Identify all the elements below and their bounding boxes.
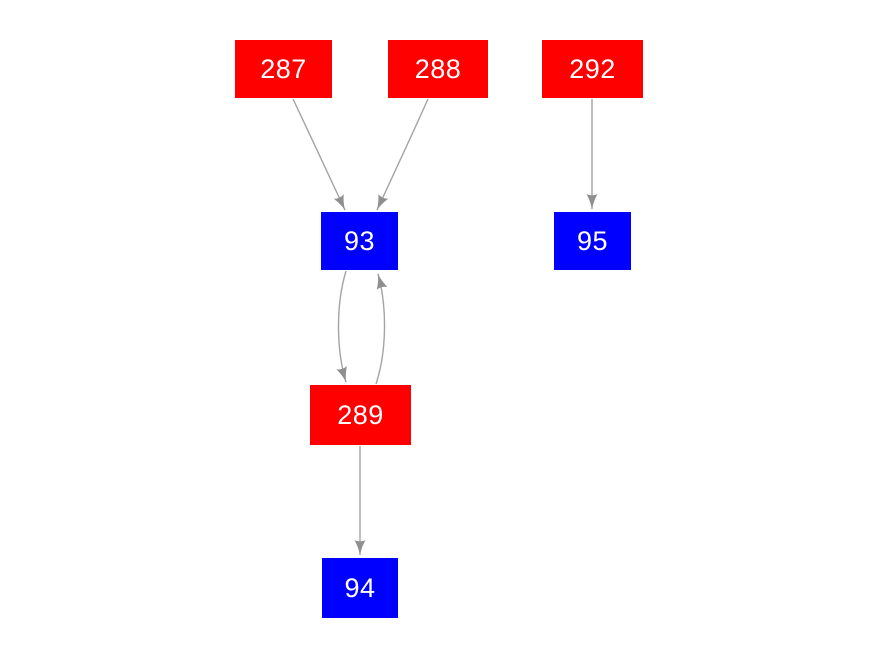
edge-288-to-93 [376, 98, 429, 211]
edge-289-to-93 [375, 273, 388, 385]
node-94-label: 94 [344, 572, 376, 603]
node-288: 288 [388, 40, 488, 98]
node-287-label: 287 [260, 53, 307, 84]
node-95-label: 95 [576, 225, 609, 256]
node-288-label: 288 [414, 53, 462, 84]
node-289: 289 [310, 385, 411, 445]
edge-287-to-93 [292, 98, 346, 211]
node-94: 94 [322, 558, 398, 618]
node-287: 287 [235, 40, 332, 98]
node-95: 95 [554, 212, 631, 270]
edge-93-to-289 [336, 270, 347, 383]
node-93-label: 93 [343, 225, 376, 256]
node-289-label: 289 [337, 399, 384, 430]
node-292-label: 292 [569, 53, 616, 84]
node-93: 93 [321, 212, 398, 270]
node-292: 292 [542, 40, 643, 98]
